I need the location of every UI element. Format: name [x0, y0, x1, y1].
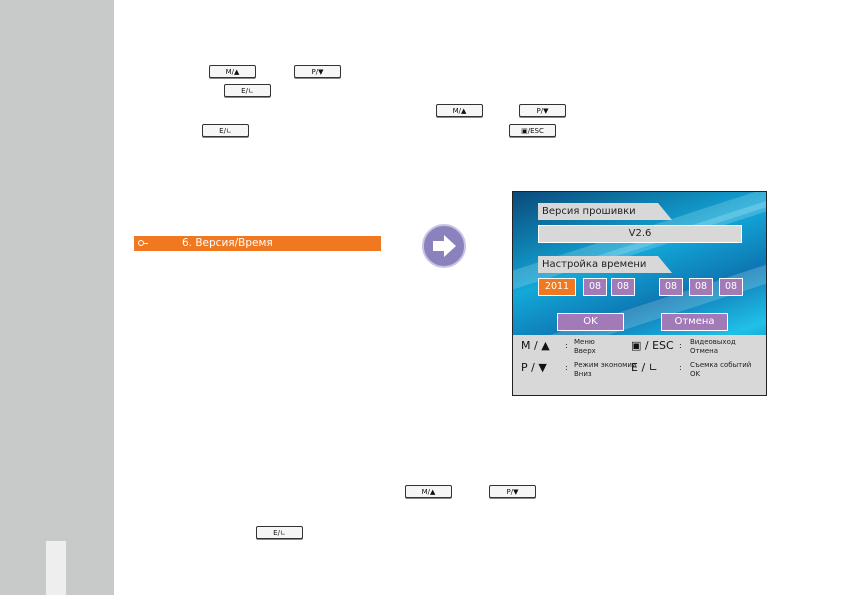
- m-up-key-icon: M/▲: [405, 485, 452, 498]
- section-header: 6. Версия/Время: [134, 236, 381, 251]
- p-down-key-icon: P/▼: [294, 65, 341, 78]
- day-field[interactable]: 08: [611, 278, 635, 296]
- legend-key-m-up: M / ▲: [521, 339, 550, 352]
- page-tab-marker: [46, 541, 66, 595]
- section-title: 6. Версия/Время: [182, 237, 273, 249]
- bullet-icon: [138, 240, 144, 246]
- e-lock-key-icon: E/∟: [202, 124, 249, 137]
- m-up-key-icon: M/▲: [436, 104, 483, 117]
- cancel-button[interactable]: Отмена: [661, 313, 728, 331]
- e-lock-key-icon: E/∟: [256, 526, 303, 539]
- legend-key-p-down: P / ▼: [521, 361, 547, 374]
- screen-esc-key-icon: ▣/ESC: [509, 124, 556, 137]
- e-lock-key-icon: E/∟: [224, 84, 271, 97]
- month-field[interactable]: 08: [583, 278, 607, 296]
- minute-field[interactable]: 08: [689, 278, 713, 296]
- firmware-value: V2.6: [538, 225, 742, 243]
- hour-field[interactable]: 08: [659, 278, 683, 296]
- p-down-key-icon: P/▼: [519, 104, 566, 117]
- p-down-key-icon: P/▼: [489, 485, 536, 498]
- legend-key-e-lock: E / ∟: [631, 361, 658, 374]
- page-sidebar: [0, 0, 114, 595]
- firmware-label: Версия прошивки: [538, 203, 672, 220]
- device-screen: Версия прошивки V2.6 Настройка времени 2…: [512, 191, 767, 396]
- time-setting-label: Настройка времени: [538, 256, 672, 273]
- legend-key-esc: ▣ / ESC: [631, 339, 674, 352]
- ok-button[interactable]: OK: [557, 313, 624, 331]
- m-up-key-icon: M/▲: [209, 65, 256, 78]
- second-field[interactable]: 08: [719, 278, 743, 296]
- year-field[interactable]: 2011: [538, 278, 576, 296]
- arrow-right-icon: [422, 224, 466, 268]
